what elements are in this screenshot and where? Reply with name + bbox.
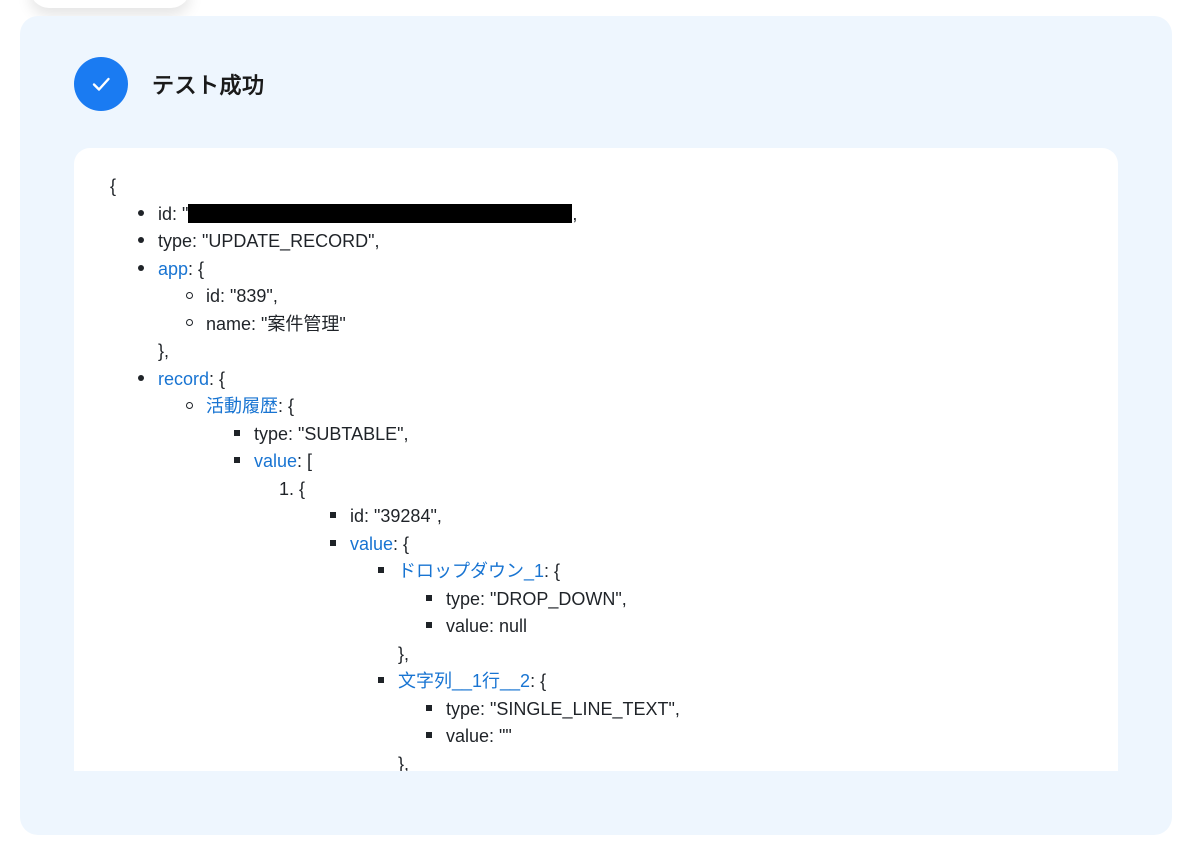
bullet	[138, 237, 144, 244]
json-output-box[interactable]: { id: ", type: "UPDATE_RECORD", app: { i…	[74, 148, 1118, 771]
tree-line-subtable-type: type: "SUBTABLE",	[110, 421, 680, 449]
bullet	[330, 512, 336, 519]
tree-line-app-id: id: "839",	[110, 283, 680, 311]
bullet	[138, 264, 144, 271]
bullet	[234, 429, 240, 436]
tree-line-dropdown-value: value: null	[110, 613, 680, 641]
app-key-link[interactable]: app	[158, 258, 189, 279]
tree-line-value: value: [	[110, 448, 680, 476]
bullet	[186, 319, 193, 327]
bullet	[138, 209, 144, 216]
result-title: テスト成功	[152, 73, 265, 98]
test-result-panel: テスト成功 { id: ", type: "UPDATE_RECORD", ap…	[20, 16, 1172, 835]
bullet	[138, 374, 144, 381]
redacted-value	[188, 204, 573, 224]
tree-line-activity: 活動履歴: {	[110, 393, 680, 421]
dropdown-key-link[interactable]: ドロップダウン_1	[398, 561, 545, 581]
record-key-link[interactable]: record	[158, 368, 210, 389]
check-icon	[92, 77, 110, 91]
bullet	[426, 594, 432, 601]
tree-line-text: 文字列__1行__2: {	[110, 668, 680, 696]
bullet	[378, 677, 384, 684]
top-card-shadow	[30, 0, 190, 8]
tree-line-app-close: },	[158, 341, 170, 361]
bullet	[234, 457, 240, 464]
tree-line-text-type: type: "SINGLE_LINE_TEXT",	[110, 696, 680, 724]
row-value-key-link[interactable]: value	[350, 533, 394, 554]
tree-line-item: 1. {	[279, 478, 306, 499]
bullet	[186, 401, 193, 409]
bullet	[426, 732, 432, 739]
tree-line-row-id: id: "39284",	[110, 503, 680, 531]
tree-line-record: record: {	[110, 366, 680, 394]
tree-line-text-close: },	[398, 753, 410, 772]
success-badge	[74, 57, 128, 111]
json-tree: { id: ", type: "UPDATE_RECORD", app: { i…	[110, 173, 680, 771]
tree-line-dropdown-type: type: "DROP_DOWN",	[110, 586, 680, 614]
tree-line-app-name: name: "案件管理"	[110, 311, 680, 339]
tree-line-type: type: "UPDATE_RECORD",	[110, 228, 680, 256]
activity-key-link[interactable]: 活動履歴	[206, 396, 278, 416]
tree-line-app: app: {	[110, 256, 680, 284]
tree-line-dropdown-close: },	[398, 643, 410, 664]
bullet	[426, 622, 432, 629]
bullet	[378, 567, 384, 574]
tree-line-text-value: value: ""	[110, 723, 680, 751]
value-key-link[interactable]: value	[254, 451, 298, 471]
tree-line-row-value: value: {	[110, 531, 680, 559]
bullet	[426, 704, 432, 711]
bullet	[330, 539, 336, 546]
result-header: テスト成功	[74, 56, 265, 112]
tree-line-id: id: ",	[110, 201, 680, 229]
tree-line-open: {	[110, 176, 117, 196]
text-key-link[interactable]: 文字列__1行__2	[398, 671, 531, 691]
bullet	[186, 291, 193, 299]
tree-line-dropdown: ドロップダウン_1: {	[110, 558, 680, 586]
